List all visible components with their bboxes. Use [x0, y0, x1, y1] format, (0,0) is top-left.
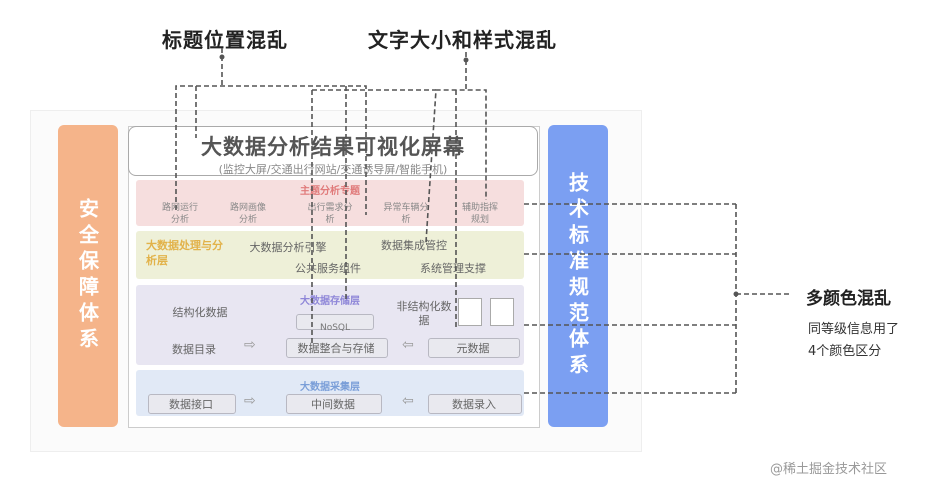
nosql-box: NoSQL [296, 314, 374, 333]
layer1-item-3: 出行需求分析 [307, 203, 353, 225]
arrow-left-icon: ⇦ [402, 393, 414, 409]
screen-title: 大数据分析结果可视化屏幕 [201, 135, 465, 159]
layer4-title: 大数据采集层 [300, 382, 360, 393]
layer4-intermediate: 中间数据 [311, 398, 355, 411]
layer3-unstructured: 非结构化数据 [396, 300, 452, 327]
arrow-left-icon: ⇦ [402, 337, 414, 353]
callout-text-style: 文字大小和样式混乱 [368, 28, 557, 52]
layer1-item-5: 辅助指挥规划 [461, 203, 498, 225]
document-icon-1 [458, 298, 482, 326]
security-column-label: 安全保障体系 [75, 198, 100, 354]
layer3-structured: 结构化数据 [172, 306, 228, 319]
layer4-interface: 数据接口 [169, 398, 213, 411]
layer1-item-2: 路网画像分析 [229, 203, 266, 225]
screen-subtitle: (监控大屏/交通出行网站/交通诱导屏/智能手机) [218, 163, 448, 176]
document-icon-2 [490, 298, 514, 326]
layer2-title: 大数据处理与分析层 [146, 239, 223, 267]
layer3-integration-storage: 数据整合与存储 [297, 342, 375, 355]
entry-box [428, 394, 522, 414]
arrow-right-icon: ⇨ [244, 337, 256, 353]
layer1-item-1: 路网运行分析 [161, 203, 198, 225]
layer2-engine: 大数据分析引擎 [249, 241, 327, 254]
layer3-title: 大数据存储层 [300, 296, 360, 307]
layer-processing [136, 231, 524, 279]
metadata-box [428, 338, 520, 358]
callout-multi-color-desc-1: 同等级信息用了 [808, 322, 900, 337]
layer3-nosql: NoSQL [319, 323, 351, 333]
standards-column: 技术标准规范体系 [548, 125, 608, 427]
layer2-system-support: 系统管理支撑 [420, 262, 486, 275]
layer3-catalog: 数据目录 [172, 343, 216, 356]
layer1-item-4: 异常车辆分析 [383, 203, 429, 225]
arrow-right-icon: ⇨ [244, 393, 256, 409]
interface-box [148, 394, 236, 414]
standards-column-label: 技术标准规范体系 [565, 172, 590, 380]
callout-multi-color: 多颜色混乱 [806, 289, 891, 309]
layer2-integration: 数据集成管控 [381, 239, 447, 252]
layer2-public-service: 公共服务组件 [295, 262, 361, 275]
layer3-metadata: 元数据 [456, 342, 490, 355]
callout-multi-color-desc-2: 4个颜色区分 [808, 344, 882, 359]
layer4-entry: 数据录入 [452, 398, 496, 411]
callout-title-position: 标题位置混乱 [162, 28, 288, 52]
watermark: @稀土掘金技术社区 [770, 462, 888, 477]
layer-analysis-topics [136, 180, 524, 226]
intermediate-box [286, 394, 382, 414]
layer1-title: 主题分析专题 [300, 186, 360, 197]
security-column: 安全保障体系 [58, 125, 118, 427]
